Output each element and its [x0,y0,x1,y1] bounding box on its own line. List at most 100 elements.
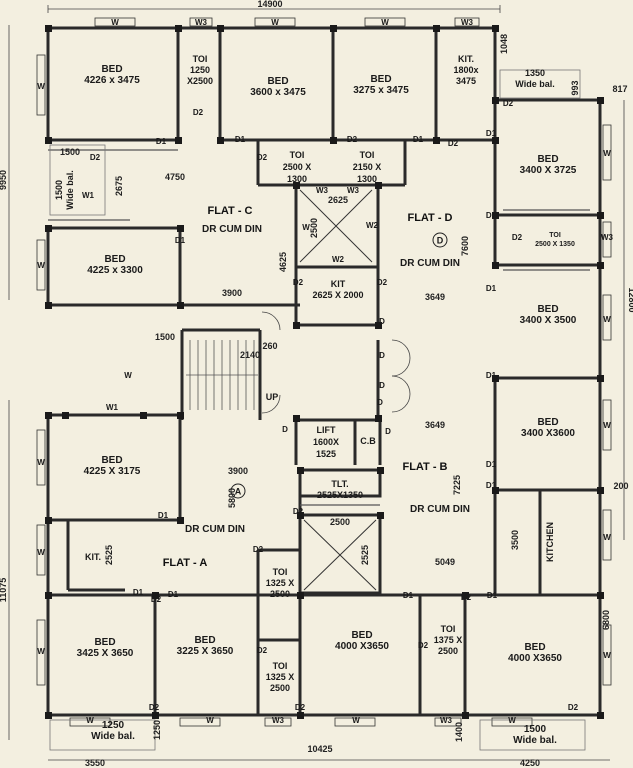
room-b-kitchen: KITCHEN [545,522,555,562]
tag-d2-37: D2 [448,139,459,148]
dim-top-width: 14900 [257,0,282,9]
dim-d1400: 1400 [454,722,464,742]
dim-d2625: 2625 [328,195,348,205]
room-a-toi1-line-2: 1325 X [266,578,295,588]
room-d-toi2-line-1: TOI [549,232,561,239]
tag-d1-63: D1 [487,591,498,600]
tag-w-12: W [603,315,611,324]
dim-d200: 200 [613,481,628,491]
dim-d7225: 7225 [452,475,462,495]
tag-d1-53: D1 [158,511,169,520]
room-a-kit: KIT. [85,552,101,562]
flat-d-label: FLAT - D [407,212,452,224]
room-c-bal-line-1: 1500 [54,180,64,200]
tag-w1-24: W1 [82,191,95,200]
dim-d6800: 6800 [601,610,611,630]
room-c-bed1-line-1: BED [101,64,122,75]
room-b-bed3-line-1: BED [524,642,545,653]
dim-d1500: 1500 [60,147,80,157]
tag-d2-38: D2 [503,99,514,108]
tag-d1-58: D1 [133,588,144,597]
dim-left-top: 9950 [0,170,8,190]
tag-d1-59: D1 [168,590,179,599]
room-a-toi1-line-1: TOI [273,567,288,577]
tag-d2-40: D2 [512,233,523,242]
dim-d1500b: 1500 [155,332,175,342]
room-c-drdin: DR CUM DIN [202,224,262,235]
room-d-kit2-line-2: 2625 X 2000 [312,290,363,300]
tag-d2-31: D2 [90,153,101,162]
room-d-bal-line-2: Wide bal. [515,79,554,89]
tag-d-49: D [379,381,385,390]
room-c-toi1-line-2: 1250 [190,65,210,75]
dim-d260: 260 [262,341,277,351]
tag-w-6: W [37,261,45,270]
room-a-bed3-line-1: BED [194,635,215,646]
tag-w-10: W [603,149,611,158]
windows [36,17,612,727]
tag-d1-55: D1 [486,481,497,490]
room-b-bed1-line-2: 3400 X3600 [521,428,575,439]
tag-d2-56: D2 [293,507,304,516]
tag-w-8: W [37,548,45,557]
room-b-bed2-line-2: 4000 X3650 [335,641,389,652]
tag-d1-54: D1 [486,460,497,469]
room-a-toi1-line-3: 2500 [270,589,290,599]
room-b-toi-line-1: TOI [441,624,456,634]
tag-w1-23: W1 [106,403,119,412]
room-d-toi1-line-2: 2150 X [353,162,382,172]
marker-a: A [235,487,242,497]
dim-d4625: 4625 [278,252,288,272]
room-lift-line-1: LIFT [317,425,336,435]
marker-a-circle [230,483,246,499]
tag-w3-4: W3 [461,18,474,27]
room-b-toi-line-3: 2500 [438,646,458,656]
marker-d-circle [432,232,448,248]
tag-d2-67: D2 [295,703,306,712]
room-d-bed3-line-1: BED [537,304,558,315]
dim-d3900b: 3900 [228,466,248,476]
dim-d4750: 4750 [165,172,185,182]
room-a-bal-line-1: 1250 [102,720,125,731]
room-c-toi2-line-3: 1300 [287,174,307,184]
room-d-drdin: DR CUM DIN [400,258,460,269]
room-c-bal-line-2: Wide bal. [65,170,75,209]
tag-w-29: W [302,223,310,232]
tag-w3-11: W3 [601,233,614,242]
room-d-bal-line-1: 1350 [525,68,545,78]
tag-w3-1: W3 [195,18,208,27]
tag-d-52: D [385,427,391,436]
tag-d2-32: D2 [193,108,204,117]
doors [261,311,411,414]
dim-right: 12800 [627,287,633,312]
room-b-bed2-line-1: BED [351,630,372,641]
room-d-kit2-line-1: KIT [331,279,346,289]
room-a-toi2-line-1: TOI [273,661,288,671]
tag-d2-60: D2 [151,595,162,604]
flat-b-label: FLAT - B [402,461,447,473]
tag-d2-68: D2 [568,703,579,712]
tag-w2-27: W2 [366,221,379,230]
dim-bottom-mid: 10425 [307,744,332,754]
tag-d1-42: D1 [175,236,186,245]
room-b-bed1-line-1: BED [537,417,558,428]
tag-d-50: D [377,398,383,407]
dim-d2500h: 2500 [330,517,350,527]
room-d-bed1-line-1: BED [370,74,391,85]
tag-w-14: W [603,533,611,542]
dim-bottom-left: 3550 [85,758,105,768]
tag-w-15: W [603,651,611,660]
room-c-bed2-line-2: 3600 x 3475 [250,87,306,98]
room-c-toi2-line-2: 2500 X [283,162,312,172]
tag-w-19: W [352,716,360,725]
room-a-toi2-line-3: 2500 [270,683,290,693]
room-lift-line-3: 1525 [316,449,336,459]
tag-w-2: W [271,18,279,27]
tag-d1-30: D1 [156,137,167,146]
room-a-bed2-line-2: 3425 X 3650 [77,648,134,659]
room-a-bal-line-2: Wide bal. [91,731,135,742]
room-d-bed2-line-1: BED [537,154,558,165]
tag-d2-66: D2 [149,703,160,712]
thin-walls [48,149,590,506]
columns [45,25,604,719]
